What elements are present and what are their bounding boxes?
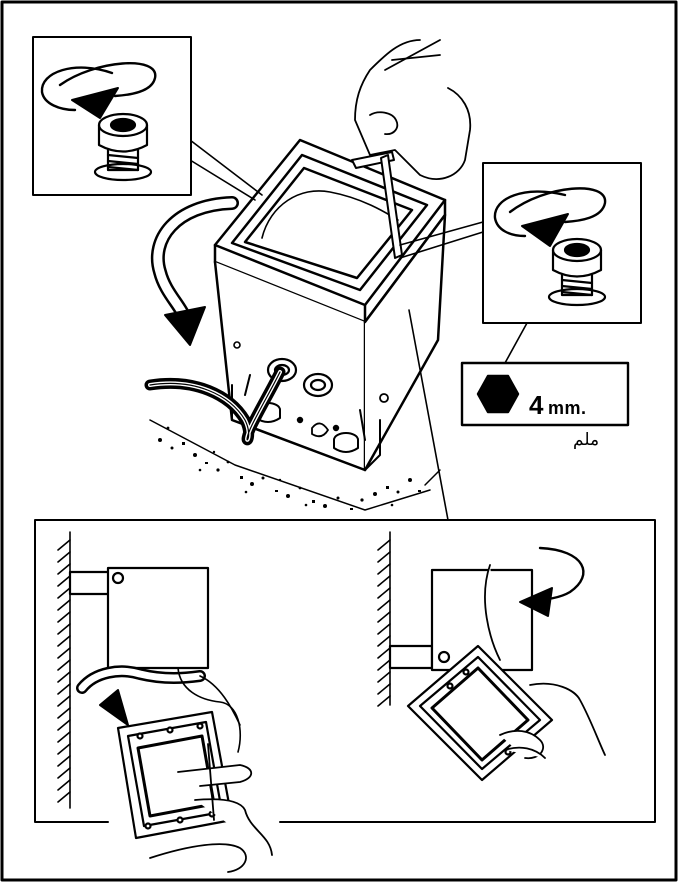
hex-key-icon <box>478 376 518 412</box>
unit-note-arabic: ملم <box>573 430 599 450</box>
wall-left <box>58 532 70 808</box>
curved-arrow-left <box>82 671 240 725</box>
screw-callout-right <box>483 163 641 323</box>
wall-right <box>378 532 390 706</box>
hex-key-size-unit: mm. <box>548 398 587 418</box>
hex-key-size-value: 4 <box>529 390 544 420</box>
wall-box-right <box>390 570 532 670</box>
screw-callout-left <box>33 37 191 195</box>
wall-box-left <box>70 568 208 668</box>
